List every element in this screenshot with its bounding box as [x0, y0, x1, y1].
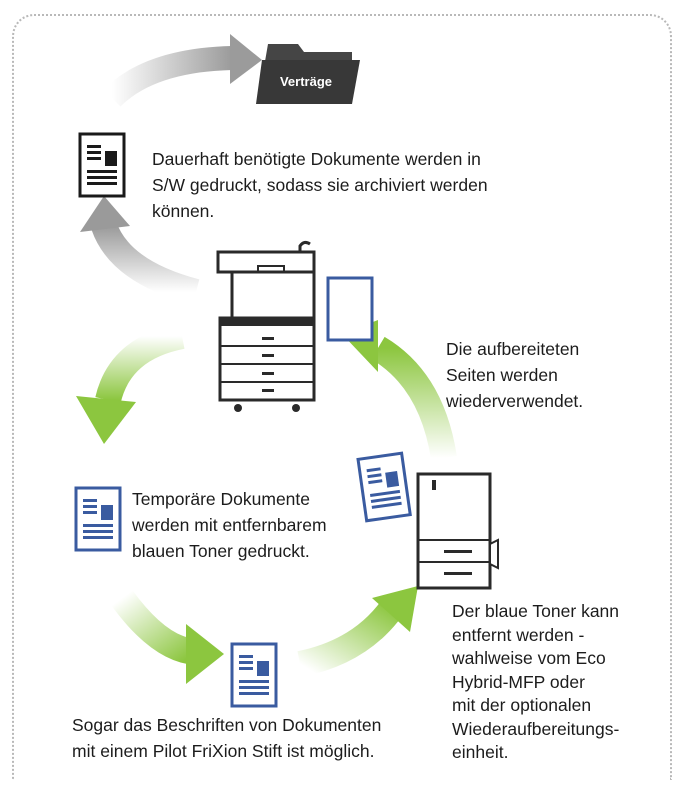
arrow-to-written-document [111, 590, 224, 684]
black-document-icon [78, 132, 126, 198]
writing-description: Sogar das Beschriften von Dokumenten mit… [72, 715, 382, 761]
folder-icon: Verträge [256, 44, 360, 104]
blank-page-icon [326, 276, 374, 342]
arrow-to-temporary-document [76, 323, 185, 444]
folder-label: Verträge [280, 74, 332, 89]
blue-document-icon-processed [356, 451, 412, 523]
eraser-unit-icon [416, 472, 499, 590]
dotted-frame [12, 14, 672, 780]
temporary-description: Temporäre Dokumente werden mit entfernba… [132, 489, 327, 561]
blue-document-icon-written [230, 642, 278, 708]
archive-description: Dauerhaft benötigte Dokumente werden in … [152, 149, 488, 221]
printer-mfp-icon [216, 240, 316, 412]
arrow-to-eraser-unit [297, 586, 418, 677]
arrow-to-folder [103, 34, 262, 107]
arrow-to-archive-document [80, 196, 200, 305]
erase-description: Der blaue Toner kann entfernt werden - w… [452, 601, 620, 762]
blue-document-icon-temporary [74, 486, 122, 552]
reuse-description: Die aufbereiteten Seiten werden wiederve… [446, 339, 584, 411]
